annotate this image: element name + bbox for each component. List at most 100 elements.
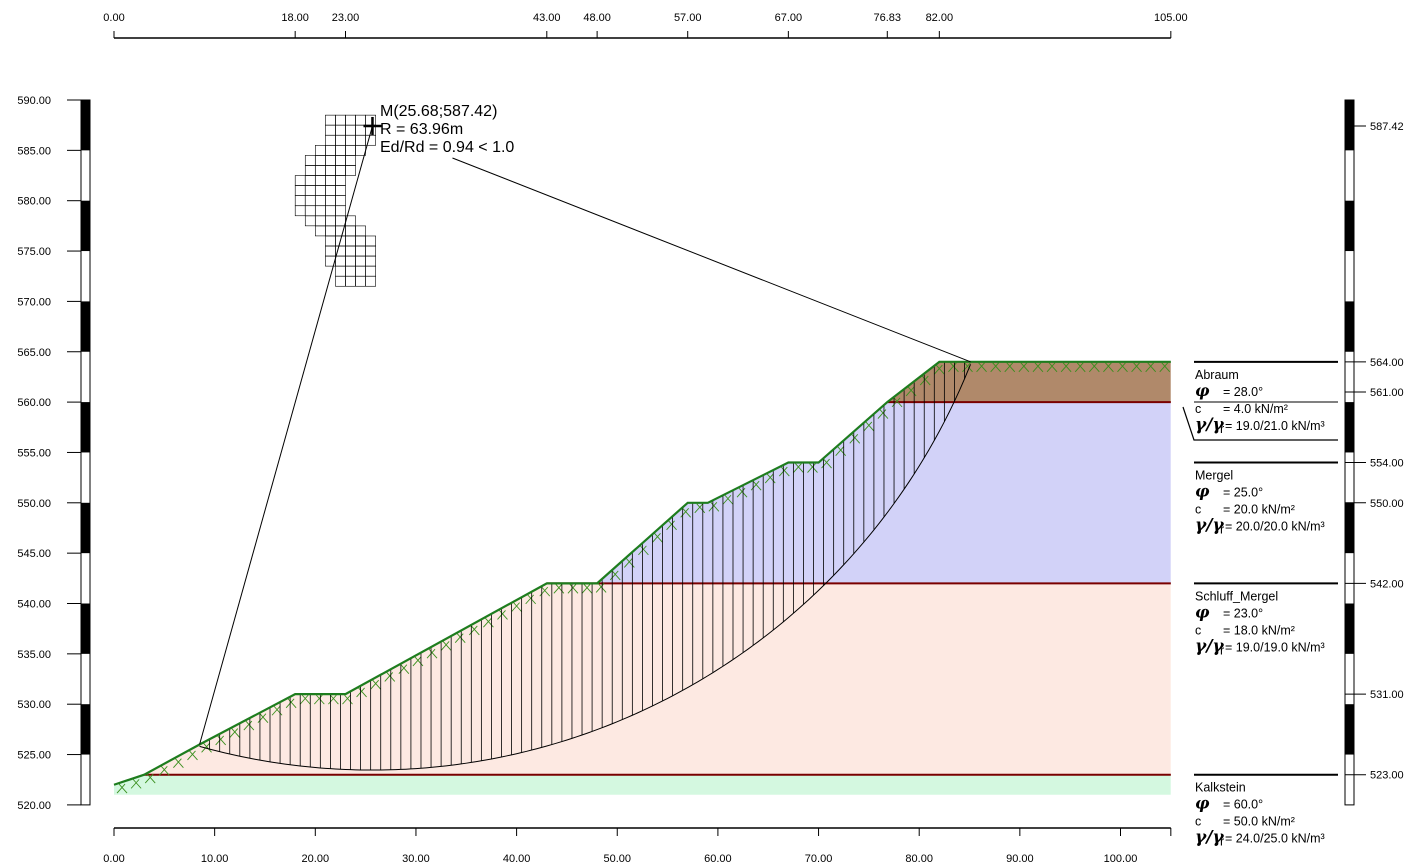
bottom-axis-tick-label: 40.00 <box>503 853 531 865</box>
left-axis-tick-label: 535.00 <box>17 649 51 661</box>
grid-cell <box>315 225 326 237</box>
grid-cell <box>304 165 316 176</box>
grid-cell <box>335 265 346 277</box>
right-axis-tick-label: 542.00 <box>1370 578 1404 590</box>
grid-cell <box>345 275 356 287</box>
right-scale-segment <box>1345 603 1354 654</box>
legend-gamma-value: = 20.0/20.0 kN/m³ <box>1225 520 1325 534</box>
grid-cell <box>335 175 346 186</box>
grid-cell <box>335 255 346 267</box>
terrain-surface <box>113 360 1171 786</box>
grid-cell <box>355 245 366 257</box>
surface-hatch-mark <box>1018 362 1030 373</box>
grid-cell <box>325 145 336 156</box>
surface-hatch-mark <box>680 507 692 518</box>
grid-cell <box>355 114 366 126</box>
grid-cell <box>325 165 336 176</box>
right-scale-segment <box>1345 100 1354 151</box>
legend-phi-value: = 25.0° <box>1223 486 1263 500</box>
left-scale-segment <box>81 402 90 453</box>
bottom-axis-tick-label: 60.00 <box>704 853 732 865</box>
legend-c-symbol: c <box>1195 402 1201 416</box>
slip-slices <box>209 361 965 771</box>
bottom-axis-tick-label: 70.00 <box>805 853 833 865</box>
surface-hatch-mark <box>652 533 663 543</box>
surface-hatch-mark <box>299 694 311 705</box>
radius-line-entry <box>199 125 373 745</box>
bottom-axis-tick-label: 30.00 <box>402 853 430 865</box>
grid-cell <box>355 145 366 156</box>
left-scale-segment <box>81 704 90 755</box>
surface-hatch-mark <box>173 758 184 768</box>
grid-cell <box>365 255 376 267</box>
terrain-surface-line <box>113 360 1171 786</box>
radius-label: R = 63.96m <box>380 121 463 138</box>
right-scale-segment <box>1345 704 1354 755</box>
grid-cell <box>294 205 306 217</box>
legend-c-symbol: c <box>1195 623 1201 637</box>
top-axis-tick-label: 23.00 <box>332 12 360 24</box>
legend-layer-name: Abraum <box>1195 368 1239 382</box>
surface-hatch-mark <box>1032 362 1044 373</box>
surface-hatch-mark <box>398 664 410 674</box>
surface-hatch-mark <box>370 679 382 690</box>
grid-cell <box>315 205 326 217</box>
surface-hatch-mark <box>511 602 522 612</box>
grid-cell <box>304 175 316 186</box>
legend-gamma-subscript: r <box>1220 835 1224 849</box>
grid-cell <box>315 165 326 176</box>
grid-cell <box>294 195 306 206</box>
grid-cell <box>335 275 346 287</box>
grid-cell <box>365 245 376 257</box>
top-axis-tick-label: 0.00 <box>103 12 124 24</box>
layer-fill-abraum <box>114 361 1171 403</box>
grid-cell <box>345 114 356 126</box>
surface-hatch-mark <box>257 713 269 723</box>
surface-hatch-mark <box>116 783 128 794</box>
grid-cell <box>365 265 376 277</box>
surface-hatch-mark <box>1131 362 1142 373</box>
radius-line-exit <box>452 157 971 363</box>
grid-cell <box>315 195 326 206</box>
bottom-axis-tick-label: 100.00 <box>1104 853 1138 865</box>
right-axis-tick-label: 531.00 <box>1370 689 1404 701</box>
surface-hatch-mark <box>468 625 480 636</box>
surface-hatch-mark <box>328 694 339 705</box>
grid-cell <box>365 134 376 146</box>
grid-cell <box>325 235 336 247</box>
grid-cell <box>345 124 356 136</box>
surface-hatch-mark <box>933 364 945 375</box>
surface-hatch-mark <box>158 766 170 776</box>
surface-hatch-mark <box>835 446 847 457</box>
bottom-axis-tick-label: 50.00 <box>603 853 631 865</box>
legend-layer-name: Schluff_Mergel <box>1195 589 1278 603</box>
grid-cell <box>325 205 336 217</box>
left-scale-segment <box>81 603 90 654</box>
grid-cell <box>345 245 356 257</box>
bottom-axis-tick-label: 0.00 <box>103 853 124 865</box>
top-axis-tick-label: 76.83 <box>874 12 902 24</box>
surface-hatch-mark <box>187 750 198 761</box>
legend-layer-name: Mergel <box>1195 469 1233 483</box>
bottom-axis-tick-label: 10.00 <box>201 853 229 865</box>
grid-cell <box>355 265 366 277</box>
left-axis-tick-label: 530.00 <box>17 699 51 711</box>
grid-cell <box>325 155 336 166</box>
right-axis-tick-label: 554.00 <box>1370 458 1404 470</box>
grid-cell <box>315 155 326 166</box>
bottom-axis-tick-label: 20.00 <box>302 853 330 865</box>
legend-gamma-value: = 19.0/21.0 kN/m³ <box>1225 419 1325 433</box>
grid-cell <box>335 215 346 227</box>
slip-arc <box>199 364 971 771</box>
left-axis-tick-label: 580.00 <box>17 196 51 208</box>
grid-cell <box>304 185 316 196</box>
legend-gamma-symbol: γ/γ <box>1195 415 1224 435</box>
right-scale-segment <box>1345 200 1354 252</box>
grid-cell <box>294 175 306 186</box>
surface-hatch-mark <box>821 458 832 469</box>
legend-gamma-symbol: γ/γ <box>1195 828 1224 848</box>
surface-hatch-mark <box>962 362 973 373</box>
grid-cell <box>325 175 336 186</box>
surface-hatch-mark <box>130 779 142 789</box>
